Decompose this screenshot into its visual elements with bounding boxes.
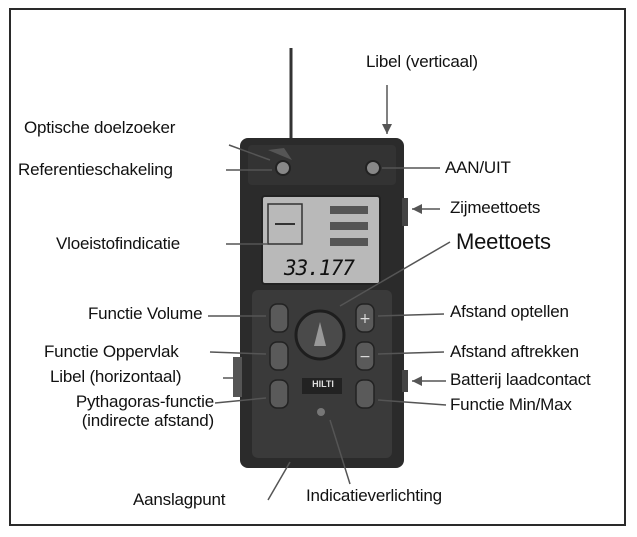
power-button-icon: [365, 160, 381, 176]
label-libel-verticaal: Libel (verticaal): [366, 52, 478, 71]
label-indicatieverlichting: Indicatieverlichting: [306, 486, 442, 505]
svg-text:−: −: [359, 349, 371, 365]
horizontal-level-vial: [233, 357, 242, 397]
keypad-panel: [252, 290, 392, 458]
reference-switch-icon: [275, 160, 291, 176]
leader-arrowheads: [382, 124, 422, 386]
indicator-light-icon: [317, 408, 325, 416]
label-pythagoras-line1: Pythagoras-functie: [75, 392, 214, 411]
label-afstand-optellen: Afstand optellen: [450, 302, 569, 321]
label-batterij-laadcontact: Batterij laadcontact: [450, 370, 591, 389]
figure-frame: [9, 8, 626, 526]
measure-arrow-icon: [314, 322, 326, 346]
label-libel-horizontaal: Libel (horizontaal): [50, 367, 182, 386]
label-referentieschakeling: Referentieschakeling: [18, 160, 173, 179]
lcd-level-indicator: [267, 203, 303, 245]
label-afstand-aftrekken: Afstand aftrekken: [450, 342, 579, 361]
label-functie-volume: Functie Volume: [88, 304, 203, 323]
battery-contact: [402, 370, 408, 392]
volume-button: [269, 303, 289, 333]
side-measure-key: [402, 198, 408, 226]
label-aan-uit: AAN/UIT: [445, 158, 511, 177]
label-vloeistofindicatie: Vloeistofindicatie: [56, 234, 180, 253]
label-meettoets: Meettoets: [456, 229, 551, 254]
brand-logo: HILTI: [312, 379, 334, 389]
pythagoras-button: [269, 379, 289, 409]
label-optische-doelzoeker: Optische doelzoeker: [24, 118, 176, 137]
brand-logo-box: [302, 378, 342, 394]
label-functie-min-max: Functie Min/Max: [450, 395, 572, 414]
label-aanslagpunt: Aanslagpunt: [133, 490, 226, 509]
optical-sight-icon: [268, 148, 292, 160]
lcd-reading: 33.177: [284, 256, 355, 280]
add-button: [355, 303, 375, 333]
svg-text:+: +: [359, 311, 371, 327]
subtract-button: [355, 341, 375, 371]
min-max-button: [355, 379, 375, 409]
label-pythagoras: Pythagoras-functie (indirecte afstand): [42, 392, 214, 430]
label-pythagoras-line2: (indirecte afstand): [81, 411, 214, 430]
lcd-screen: [261, 195, 381, 285]
area-button: [269, 341, 289, 371]
label-functie-oppervlak: Functie Oppervlak: [44, 342, 179, 361]
label-zijmeettoets: Zijmeettoets: [450, 198, 541, 217]
leader-lines: [208, 85, 451, 501]
